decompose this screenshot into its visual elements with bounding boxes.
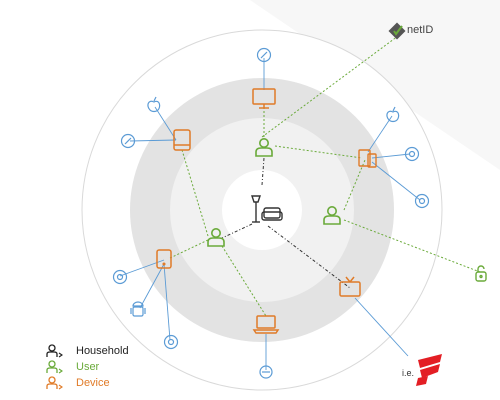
- center-circle: [222, 170, 302, 250]
- legend-label-household: Household: [76, 345, 129, 357]
- monitor-icon[interactable]: [252, 88, 276, 109]
- user-legend-icon: [46, 360, 63, 374]
- sofa-lamp-icon: [251, 195, 283, 223]
- safari-icon-top[interactable]: [256, 47, 272, 63]
- ie-icon[interactable]: [259, 365, 273, 379]
- firefox-icon-right[interactable]: [404, 146, 420, 162]
- household-links: [221, 157, 351, 289]
- service-links: [119, 58, 421, 370]
- tablet-left-icon[interactable]: [156, 249, 172, 269]
- legend: Household User Device: [46, 343, 129, 391]
- android-icon[interactable]: [130, 301, 146, 317]
- user-links: [169, 35, 481, 317]
- device-legend-icon: [46, 376, 63, 390]
- prosieben-logo[interactable]: [416, 354, 442, 386]
- firefox-icon-left[interactable]: [112, 269, 128, 285]
- tv-icon[interactable]: [339, 276, 361, 297]
- netid-label: netID: [407, 24, 434, 36]
- chrome-icon-right[interactable]: [414, 193, 430, 209]
- legend-label-device: Device: [76, 377, 110, 389]
- apple-icon-right[interactable]: [386, 106, 400, 123]
- chrome-icon-left[interactable]: [163, 334, 179, 350]
- apple-icon-left[interactable]: [147, 96, 161, 113]
- legend-user: User: [46, 359, 129, 375]
- multi-device-icon[interactable]: [358, 149, 377, 168]
- legend-device: Device: [46, 375, 129, 391]
- legend-household: Household: [46, 343, 129, 359]
- tablet-top-icon[interactable]: [173, 129, 191, 151]
- household-legend-icon: [46, 344, 63, 358]
- safari-icon-left[interactable]: [120, 133, 136, 149]
- ie-label: i.e.: [402, 368, 415, 378]
- laptop-icon[interactable]: [252, 315, 280, 334]
- legend-label-user: User: [76, 361, 100, 373]
- unlock-icon[interactable]: [475, 265, 487, 282]
